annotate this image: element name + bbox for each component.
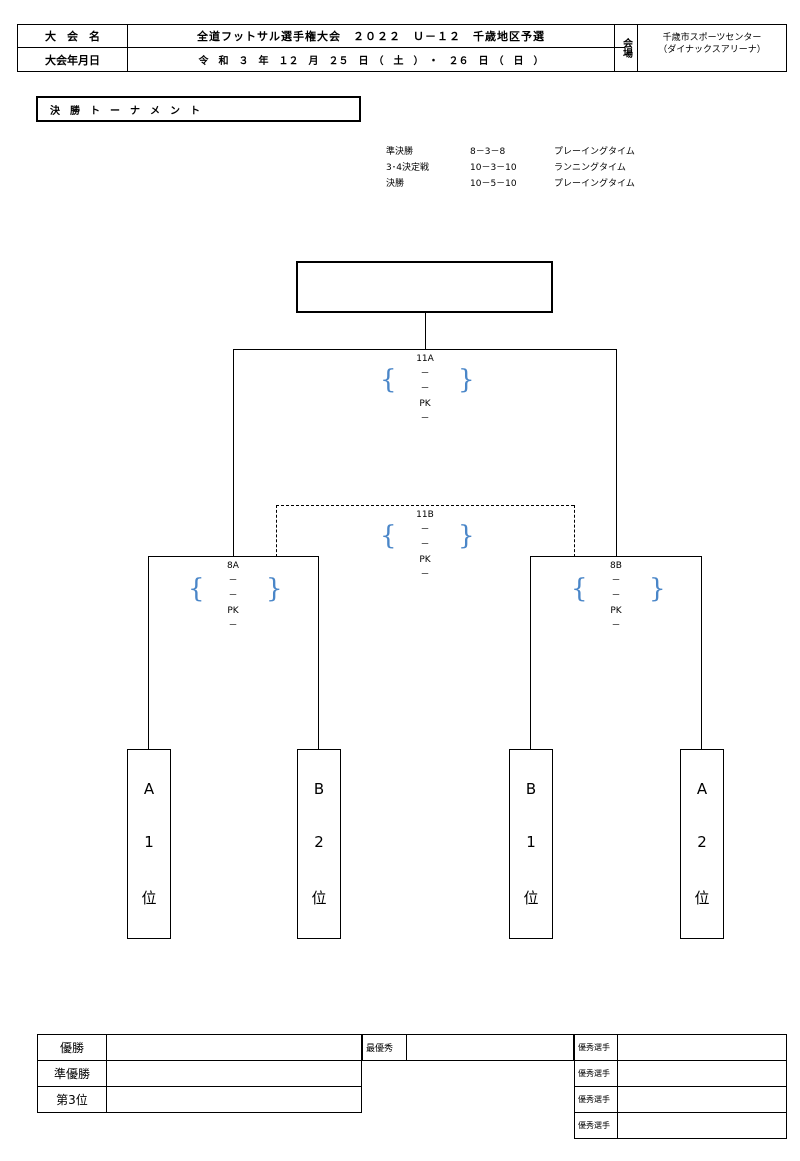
result-label: 第3位: [37, 1086, 107, 1113]
team-suffix: 位: [141, 889, 157, 908]
result-value[interactable]: [106, 1060, 362, 1087]
venue-line-2: （ダイナックスアリーナ）: [658, 45, 766, 55]
score-1[interactable]: －: [611, 576, 621, 586]
excellent-label: 優秀選手: [574, 1112, 618, 1139]
result-row-third: 第3位: [37, 1086, 362, 1113]
match-id: 8B: [610, 561, 622, 571]
pk-label: PK: [419, 555, 431, 565]
winner-box[interactable]: [296, 261, 553, 313]
rule-round-3: 決勝: [386, 179, 405, 189]
rule-type-2: ランニングタイム: [554, 163, 626, 173]
excellent-value[interactable]: [617, 1060, 787, 1087]
score-2[interactable]: －: [420, 384, 430, 394]
result-label: 準優勝: [37, 1060, 107, 1087]
match-id: 11A: [416, 354, 434, 364]
venue-name: 千歳市スポーツセンター （ダイナックスアリーナ）: [638, 32, 786, 56]
bracket-title: 決 勝 ト ー ナ メ ン ト: [36, 96, 361, 122]
excellent-value[interactable]: [617, 1112, 787, 1139]
right-brace-icon: }: [458, 521, 475, 551]
tournament-name-label: 大 会 名: [45, 30, 100, 43]
team-group: A: [143, 779, 155, 798]
score-1[interactable]: －: [420, 525, 430, 535]
match-id: 11B: [416, 510, 434, 520]
team-slot-b1[interactable]: B 1 位: [509, 749, 553, 939]
excellent-label: 優秀選手: [574, 1060, 618, 1087]
right-brace-icon: }: [266, 574, 283, 604]
venue-label: 会場: [620, 38, 632, 58]
team-rank: 2: [314, 833, 324, 852]
pk-label: PK: [227, 606, 239, 616]
team-group: B: [313, 779, 325, 798]
team-suffix: 位: [523, 889, 539, 908]
pk-score[interactable]: －: [420, 414, 430, 424]
tournament-date-value: 令 和 ３ 年 １２ 月 ２５ 日 （ 土 ） ・ ２６ 日 （ 日 ）: [198, 56, 544, 67]
result-value[interactable]: [106, 1086, 362, 1113]
mvp-value[interactable]: [406, 1034, 574, 1061]
rule-time-2: 10－3－10: [470, 163, 517, 173]
result-label: 優勝: [37, 1034, 107, 1061]
team-slot-b2[interactable]: B 2 位: [297, 749, 341, 939]
result-row-runner-up: 準優勝: [37, 1060, 362, 1087]
pk-label: PK: [419, 399, 431, 409]
pk-score[interactable]: －: [611, 621, 621, 631]
right-brace-icon: }: [649, 574, 666, 604]
result-value[interactable]: [106, 1034, 362, 1061]
mvp-label: 最優秀: [362, 1034, 407, 1061]
rule-time-3: 10－5－10: [470, 179, 517, 189]
right-brace-icon: }: [458, 365, 475, 395]
score-1[interactable]: －: [228, 576, 238, 586]
score-2[interactable]: －: [611, 591, 621, 601]
venue-line-1: 千歳市スポーツセンター: [662, 33, 762, 43]
score-2[interactable]: －: [420, 540, 430, 550]
left-brace-icon: {: [380, 521, 397, 551]
results-table: 優勝 準優勝 第3位: [37, 1034, 362, 1113]
team-slot-a2[interactable]: A 2 位: [680, 749, 724, 939]
excellent-value[interactable]: [617, 1034, 787, 1061]
rule-round-2: 3･4決定戦: [386, 163, 429, 173]
result-row-champion: 優勝: [37, 1034, 362, 1061]
team-suffix: 位: [694, 889, 710, 908]
mvp-table: 最優秀: [362, 1034, 574, 1061]
left-brace-icon: {: [380, 365, 397, 395]
left-brace-icon: {: [188, 574, 205, 604]
score-1[interactable]: －: [420, 369, 430, 379]
pk-score[interactable]: －: [420, 570, 430, 580]
team-group: A: [696, 779, 708, 798]
rule-time-1: 8－3－8: [470, 147, 506, 157]
excellent-players-table: 優秀選手 優秀選手 優秀選手 優秀選手: [574, 1034, 787, 1139]
excellent-label: 優秀選手: [574, 1034, 618, 1061]
team-group: B: [525, 779, 537, 798]
team-suffix: 位: [311, 889, 327, 908]
team-rank: 1: [144, 833, 154, 852]
rule-round-1: 準決勝: [386, 147, 414, 157]
rule-type-1: プレーイングタイム: [554, 147, 635, 157]
pk-score[interactable]: －: [228, 621, 238, 631]
team-slot-a1[interactable]: A 1 位: [127, 749, 171, 939]
excellent-value[interactable]: [617, 1086, 787, 1113]
rule-type-3: プレーイングタイム: [554, 179, 635, 189]
left-brace-icon: {: [571, 574, 588, 604]
score-2[interactable]: －: [228, 591, 238, 601]
team-rank: 2: [697, 833, 707, 852]
tournament-date-label: 大会年月日: [45, 53, 100, 67]
excellent-label: 優秀選手: [574, 1086, 618, 1113]
team-rank: 1: [526, 833, 536, 852]
tournament-name-value: 全道フットサル選手権大会 ２０２２ Ｕ－１２ 千歳地区予選: [197, 30, 545, 43]
match-id: 8A: [227, 561, 239, 571]
pk-label: PK: [610, 606, 622, 616]
